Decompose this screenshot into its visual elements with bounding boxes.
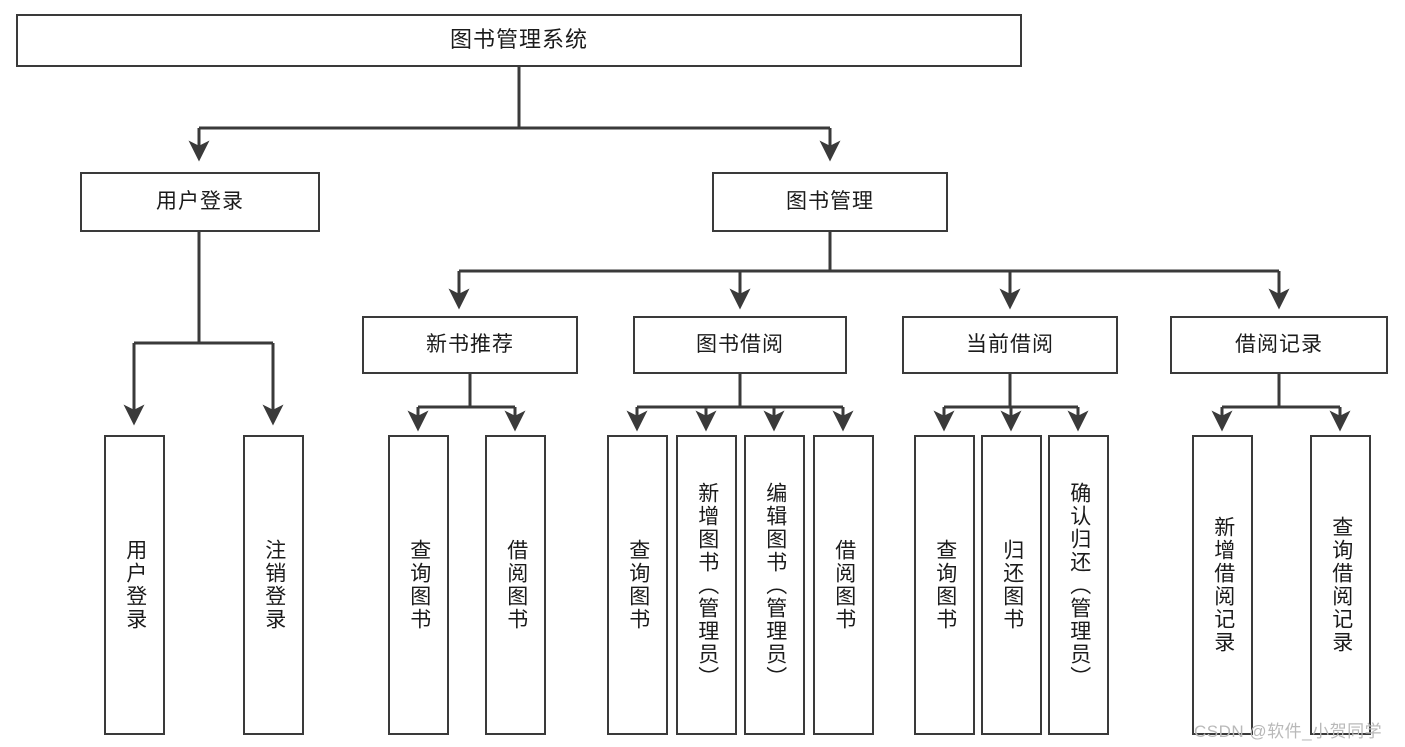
leaf-label: 借阅图书 <box>832 539 856 631</box>
node-root[interactable]: 图书管理系统 <box>16 14 1022 67</box>
leaf-current-return-book[interactable]: 归还图书 <box>981 435 1042 735</box>
leaf-user-login-login[interactable]: 用户登录 <box>104 435 165 735</box>
node-book-management[interactable]: 图书管理 <box>712 172 948 232</box>
leaf-label: 确认归还（管理员） <box>1067 481 1091 689</box>
leaf-borrow-query-book[interactable]: 查询图书 <box>607 435 668 735</box>
node-user-login[interactable]: 用户登录 <box>80 172 320 232</box>
leaf-recommend-query-book[interactable]: 查询图书 <box>388 435 449 735</box>
leaf-label: 编辑图书（管理员） <box>763 481 787 689</box>
leaf-record-query-record[interactable]: 查询借阅记录 <box>1310 435 1371 735</box>
leaf-current-query-book[interactable]: 查询图书 <box>914 435 975 735</box>
leaf-borrow-borrow-book[interactable]: 借阅图书 <box>813 435 874 735</box>
leaf-label: 查询借阅记录 <box>1329 516 1353 654</box>
node-borrow-record[interactable]: 借阅记录 <box>1170 316 1388 374</box>
node-current-borrow[interactable]: 当前借阅 <box>902 316 1118 374</box>
leaf-label: 查询图书 <box>407 539 431 631</box>
leaf-label: 查询图书 <box>626 539 650 631</box>
leaf-label: 查询图书 <box>933 539 957 631</box>
leaf-label: 注销登录 <box>262 539 286 631</box>
csdn-watermark: CSDN @软件_小贺同学 <box>1194 722 1383 741</box>
leaf-user-login-logout[interactable]: 注销登录 <box>243 435 304 735</box>
leaf-label: 用户登录 <box>123 539 147 631</box>
node-book-borrow[interactable]: 图书借阅 <box>633 316 847 374</box>
node-new-book-recommend[interactable]: 新书推荐 <box>362 316 578 374</box>
leaf-label: 新增图书（管理员） <box>695 481 719 689</box>
leaf-record-add-record[interactable]: 新增借阅记录 <box>1192 435 1253 735</box>
leaf-borrow-edit-book[interactable]: 编辑图书（管理员） <box>744 435 805 735</box>
leaf-recommend-borrow-book[interactable]: 借阅图书 <box>485 435 546 735</box>
leaf-label: 新增借阅记录 <box>1211 516 1235 654</box>
leaf-borrow-add-book[interactable]: 新增图书（管理员） <box>676 435 737 735</box>
leaf-current-confirm-return[interactable]: 确认归还（管理员） <box>1048 435 1109 735</box>
leaf-label: 归还图书 <box>1000 539 1024 631</box>
leaf-label: 借阅图书 <box>504 539 528 631</box>
